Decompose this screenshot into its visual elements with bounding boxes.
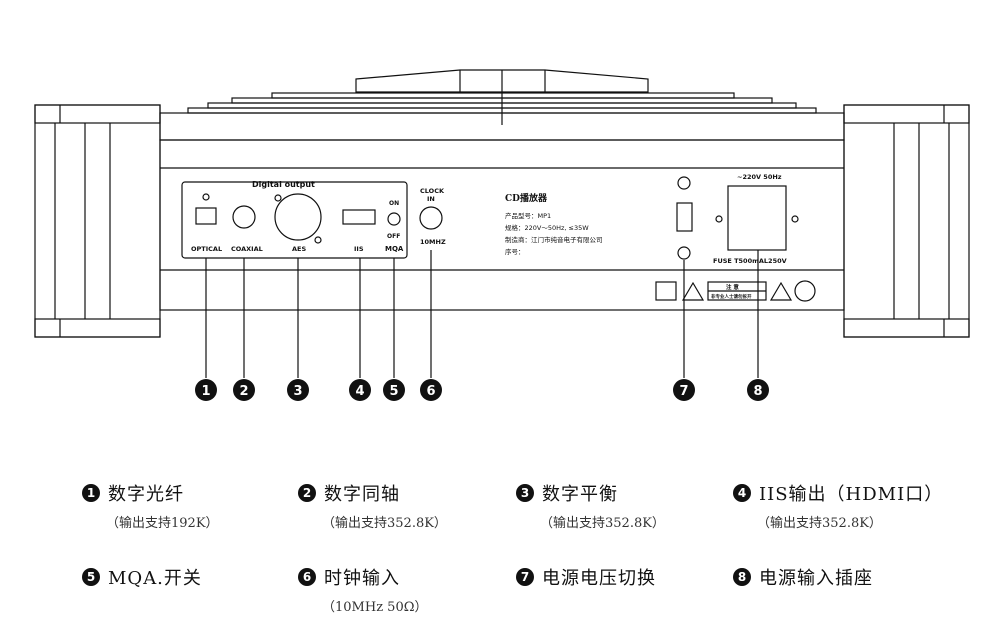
product-label-title: CD播放器 [505, 192, 548, 204]
iis-port [342, 209, 376, 225]
svg-text:6: 6 [426, 384, 435, 399]
legend-title-6: 时钟输入 [324, 568, 400, 589]
legend-item-4: 4 IIS输出（HDMI口） （输出支持352.8K） [733, 480, 943, 531]
left-side-block [34, 104, 161, 338]
coaxial-label: COAXIAL [231, 245, 263, 253]
callout-1: 1 [195, 379, 217, 401]
legend-sub-2: （输出支持352.8K） [322, 516, 447, 531]
legend-number-2: 2 [298, 484, 316, 502]
aes-label: AES [292, 245, 306, 253]
legend-sub-1: （输出支持192K） [106, 516, 219, 531]
electric-warning-icon [681, 281, 705, 301]
svg-text:2: 2 [239, 384, 248, 399]
fuse-label: FUSE T500mAL250V [713, 257, 787, 265]
legend-item-3: 3 数字平衡 （输出支持352.8K） [516, 480, 665, 531]
legend-title-4: IIS输出（HDMI口） [759, 484, 944, 505]
heat-warning-icon [655, 281, 677, 301]
digital-output-box [181, 181, 408, 259]
svg-text:4: 4 [355, 384, 364, 399]
legend-item-7: 7 电源电压切换 [516, 564, 656, 590]
power-socket [727, 185, 787, 251]
product-spec: 规格：220V～50Hz, ≤35W [505, 223, 589, 232]
legend-item-6: 6 时钟输入 （10MHz 50Ω） [298, 564, 428, 615]
product-serial: 序号： [505, 247, 525, 256]
legend-number-6: 6 [298, 568, 316, 586]
svg-text:7: 7 [679, 384, 688, 399]
legend-item-8: 8 电源输入插座 [733, 564, 873, 590]
voltage-switch [676, 202, 693, 232]
legend-number-8: 8 [733, 568, 751, 586]
legend-title-2: 数字同轴 [324, 484, 400, 505]
callout-8: 8 [747, 379, 769, 401]
legend-title-5: MQA.开关 [108, 568, 202, 589]
legend-title-7: 电源电压切换 [542, 568, 656, 589]
legend-number-3: 3 [516, 484, 534, 502]
optical-port [195, 207, 217, 225]
power-rating-label: ~220V 50Hz [737, 173, 782, 181]
caution-icon [769, 281, 793, 301]
legend-item-5: 5 MQA.开关 [82, 564, 202, 590]
legend-title-1: 数字光纤 [108, 484, 184, 505]
callout-5: 5 [383, 379, 405, 401]
legend-title-3: 数字平衡 [542, 484, 618, 505]
off-label: OFF [387, 233, 400, 240]
coaxial-port [232, 205, 256, 229]
svg-text:1: 1 [201, 384, 210, 399]
aes-port [274, 193, 322, 241]
svg-text:8: 8 [753, 384, 762, 399]
legend-number-5: 5 [82, 568, 100, 586]
callout-4: 4 [349, 379, 371, 401]
callout-3: 3 [287, 379, 309, 401]
digital-output-label: Digital output [252, 180, 315, 189]
legend-sub-6: （10MHz 50Ω） [322, 600, 428, 615]
clock-freq-label: 10MHZ [420, 238, 446, 246]
chassis-body [159, 139, 845, 311]
product-model: 产品型号：MP1 [505, 211, 551, 220]
optical-label: OPTICAL [191, 245, 222, 253]
legend-number-7: 7 [516, 568, 534, 586]
warning-title: 注 意 [726, 283, 739, 291]
on-label: ON [389, 200, 399, 207]
legend-item-1: 1 数字光纤 （输出支持192K） [82, 480, 219, 531]
rear-panel-diagram: Digital output OPTICAL COAXIAL AES IIS O… [34, 69, 970, 401]
mqa-switch [387, 212, 401, 226]
legend-title-8: 电源输入插座 [759, 568, 873, 589]
callout-2: 2 [233, 379, 255, 401]
clock-in-label: IN [427, 195, 435, 203]
callout-6: 6 [420, 379, 442, 401]
callout-7: 7 [673, 379, 695, 401]
mqa-label: MQA [385, 245, 404, 253]
svg-text:5: 5 [389, 384, 398, 399]
clock-label: CLOCK [420, 187, 445, 195]
svg-text:3: 3 [293, 384, 302, 399]
legend-item-2: 2 数字同轴 （输出支持352.8K） [298, 480, 447, 531]
legend-number-4: 4 [733, 484, 751, 502]
legend: 1 数字光纤 （输出支持192K） 2 数字同轴 （输出支持352.8K） 3 数字平… [0, 470, 1006, 621]
legend-number-1: 1 [82, 484, 100, 502]
iis-label: IIS [354, 245, 364, 253]
warning-text: 非专业人士请勿拆开 [711, 293, 752, 300]
legend-sub-3: （输出支持352.8K） [540, 516, 665, 531]
product-maker: 制造商：江门市纯音电子有限公司 [505, 235, 603, 244]
clock-in-port [419, 206, 443, 230]
legend-sub-4: （输出支持352.8K） [757, 516, 882, 531]
cert-icon [794, 280, 816, 302]
right-side-block [843, 104, 970, 338]
